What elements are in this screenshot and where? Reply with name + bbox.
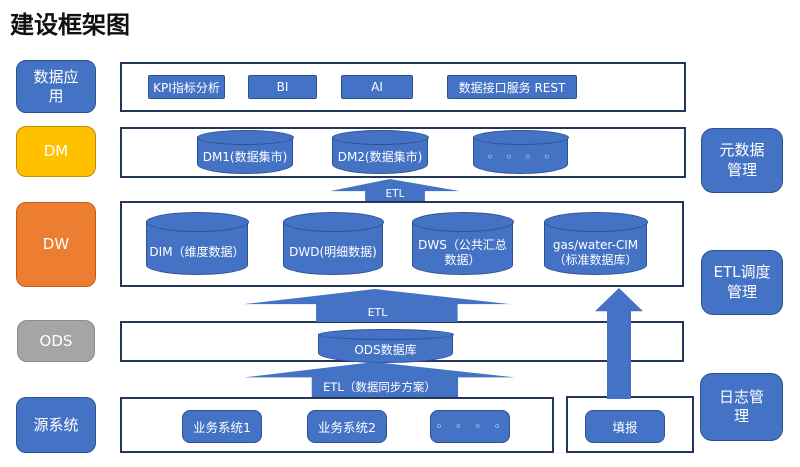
app-item-bi: BI bbox=[248, 75, 317, 99]
app-item-ai: AI bbox=[341, 75, 413, 99]
diagram-title: 建设框架图 bbox=[10, 11, 130, 39]
mgmt-label-etl: ETL调度 管理 bbox=[701, 250, 783, 315]
app-item-rest: 数据接口服务 REST bbox=[447, 75, 577, 99]
cylinder-gas-water-cim: gas/water-CIM （标准数据库） bbox=[543, 212, 648, 275]
mgmt-label-log: 日志管 理 bbox=[700, 373, 783, 441]
cylinder-dm2: DM2(数据集市) bbox=[331, 130, 429, 174]
arrow-etl-dm: ETL bbox=[330, 179, 460, 201]
cylinder-dim: DIM（维度数据） bbox=[145, 212, 249, 275]
arrow-etl-dw: ETL bbox=[244, 289, 511, 322]
stage-label-dw: DW bbox=[16, 202, 96, 287]
cylinder-dws: DWS（公共汇总 数据） bbox=[411, 212, 514, 275]
stage-label-app: 数据应 用 bbox=[16, 60, 96, 113]
arrow-etl-sync: ETL（数据同步方案） bbox=[244, 362, 515, 397]
stage-label-ods: ODS bbox=[17, 320, 95, 362]
source-item-more: ◦ ◦ ◦ ◦ bbox=[430, 410, 510, 443]
stage-label-dm: DM bbox=[16, 126, 96, 177]
fill-item: 填报 bbox=[585, 410, 665, 443]
cylinder-dwd: DWD(明细数据) bbox=[282, 212, 384, 275]
cylinder-dm-more: ◦ ◦ ◦ ◦ bbox=[472, 130, 569, 174]
cylinder-ods: ODS数据库 bbox=[317, 329, 454, 363]
app-item-kpi: KPI指标分析 bbox=[148, 75, 225, 99]
source-item-2: 业务系统2 bbox=[307, 410, 387, 443]
mgmt-label-metadata: 元数据 管理 bbox=[701, 128, 783, 193]
cylinder-dm1: DM1(数据集市) bbox=[196, 130, 294, 174]
source-item-1: 业务系统1 bbox=[182, 410, 262, 443]
stage-label-source: 源系统 bbox=[16, 397, 96, 453]
